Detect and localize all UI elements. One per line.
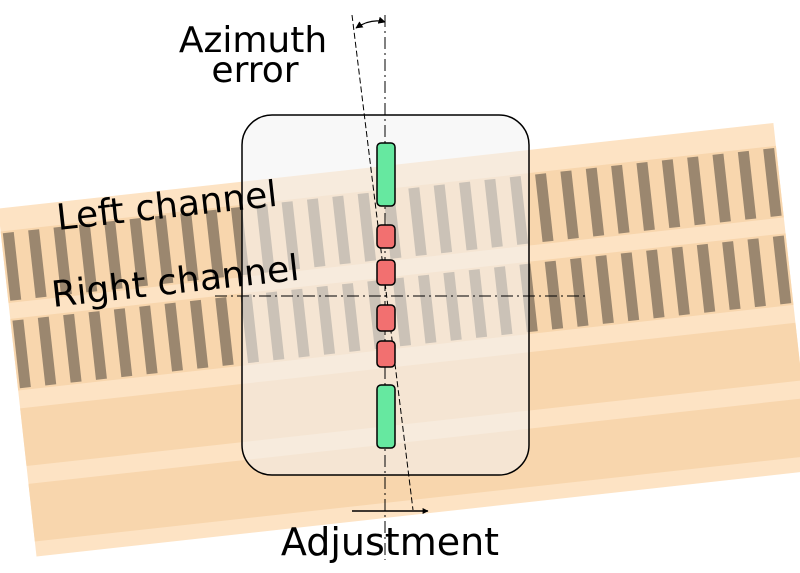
track-stripe	[205, 209, 224, 279]
track-stripe	[78, 223, 98, 293]
adjustment-label: Adjustment	[281, 520, 499, 564]
track-stripe	[63, 313, 82, 383]
track-stripe	[129, 218, 148, 287]
track-stripe	[772, 235, 792, 305]
azimuth-label-line2: error	[211, 50, 298, 91]
track-stripe	[88, 311, 107, 380]
track-stripe	[535, 173, 554, 243]
track-stripe	[139, 305, 158, 375]
track-stripe	[53, 226, 72, 296]
right-gap-4	[376, 340, 396, 368]
track-stripe	[763, 148, 782, 217]
track-stripe	[164, 302, 183, 372]
track-stripe	[620, 252, 640, 322]
track-stripe	[180, 212, 199, 282]
track-stripe	[585, 167, 605, 237]
track-stripe	[28, 229, 47, 299]
right-gap-1	[376, 224, 396, 249]
track-stripe	[2, 232, 22, 301]
track-stripe	[712, 153, 731, 223]
track-stripe	[113, 308, 133, 378]
azimuth-arc-icon	[355, 16, 386, 29]
tilted-gap-line	[351, 14, 414, 511]
track-stripe	[671, 246, 690, 316]
track-stripe	[722, 241, 741, 310]
track-stripe	[12, 319, 31, 389]
track-stripe	[544, 260, 564, 330]
left-gap-top	[376, 142, 396, 207]
track-stripe	[661, 159, 681, 229]
track-stripe	[104, 220, 123, 290]
track-stripe	[154, 215, 174, 285]
track-stripe	[570, 257, 589, 327]
track-stripe	[37, 316, 57, 386]
track-stripe	[611, 164, 630, 234]
track-stripe	[636, 162, 655, 231]
track-stripe	[189, 299, 209, 369]
track-stripe	[747, 238, 766, 308]
track-stripe	[737, 150, 757, 220]
right-gap-3	[376, 304, 396, 332]
track-stripe	[687, 156, 706, 226]
track-stripe	[646, 249, 665, 319]
track-stripe	[696, 243, 716, 313]
right-gap-2	[376, 259, 396, 286]
left-gap-bottom	[376, 384, 396, 449]
track-stripe	[595, 255, 614, 324]
azimuth-label-line1: Azimuth	[179, 20, 327, 61]
track-stripe	[560, 170, 579, 240]
track-stripe	[215, 297, 234, 366]
